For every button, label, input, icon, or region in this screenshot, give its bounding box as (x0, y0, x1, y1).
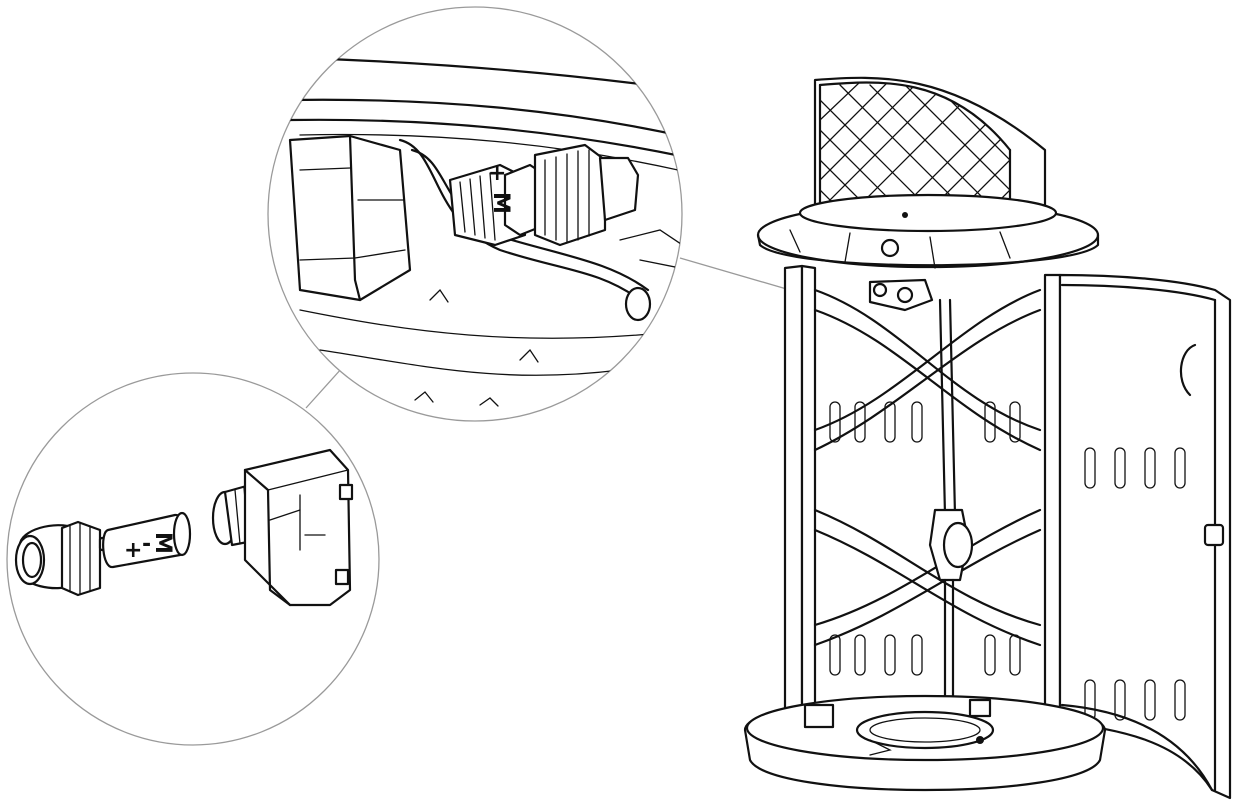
control-box (288, 134, 412, 302)
patio-heater (743, 76, 1232, 800)
heater-base (743, 694, 1107, 792)
igniter-housing (211, 448, 354, 607)
heater-door (1058, 273, 1232, 800)
flame-screen (813, 76, 1047, 217)
battery-label: M (150, 532, 175, 554)
igniter-closeup-callout: M + (267, 6, 683, 422)
top-ring (756, 193, 1100, 269)
igniter-assembly: M + (448, 143, 640, 247)
closeup-polarity-plus: + (488, 161, 506, 186)
heater-frame (783, 264, 1062, 729)
leader-line-between-callouts (305, 367, 343, 409)
leader-line-to-heater (679, 257, 791, 291)
battery-exploded-callout: + - M (6, 372, 380, 746)
aa-battery: + - M (98, 511, 192, 569)
igniter-cap (14, 520, 102, 597)
battery-polarity-plus: + (124, 538, 142, 563)
battery-polarity-minus: - (142, 532, 151, 557)
closeup-battery-label: M (488, 192, 513, 214)
